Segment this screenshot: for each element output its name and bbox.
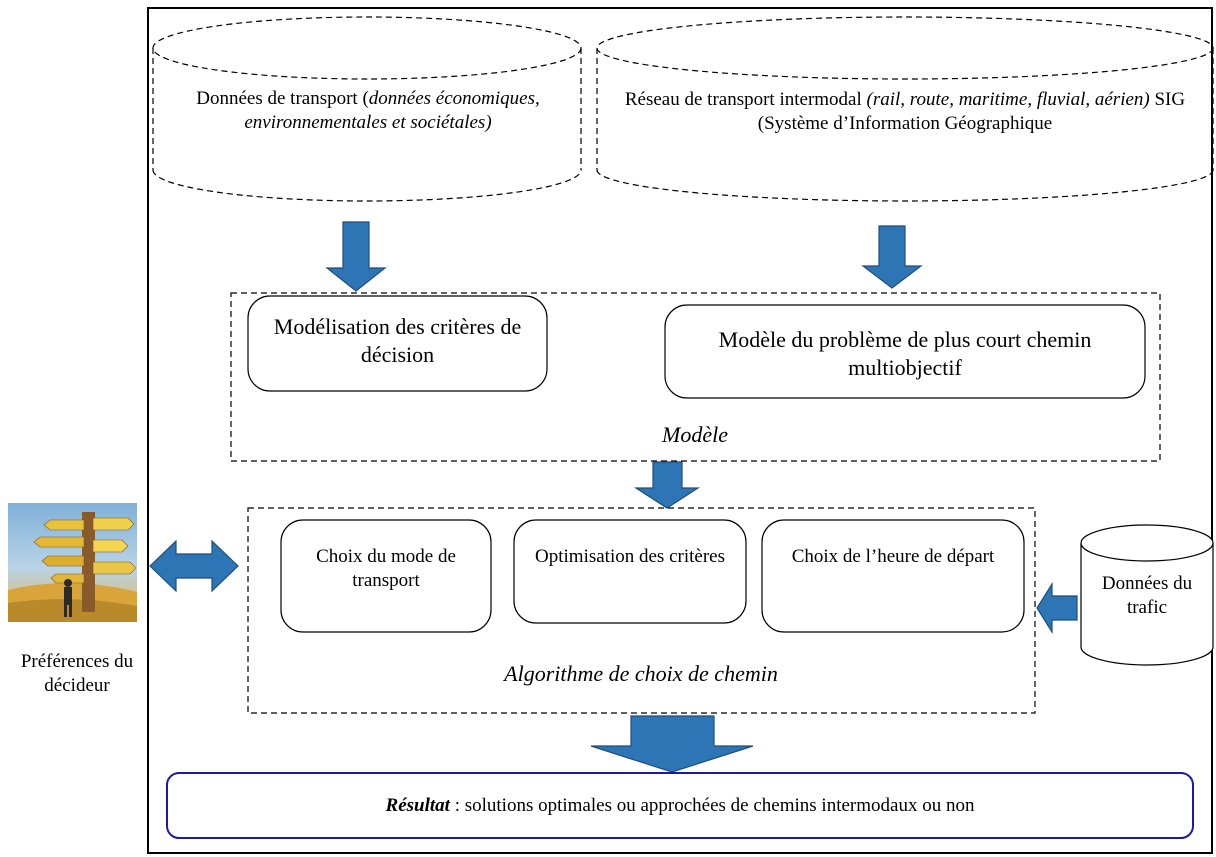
algo-box-2 (513, 519, 747, 624)
db-network-end: SIG (Système d’Information Géographique (757, 89, 1186, 134)
outer-frame (147, 7, 1213, 854)
arrow-left-traffic (1036, 581, 1078, 635)
decider-label: Préférences du décideur (20, 651, 134, 696)
model-box-1 (247, 295, 548, 392)
arrow-down-result (590, 715, 754, 773)
db-transport-text: Données de transport (données économique… (190, 87, 546, 173)
db-transport-lead: Données de transport ( (196, 88, 369, 109)
db-transport-cylinder (152, 16, 582, 202)
double-arrow (149, 539, 239, 593)
model-box-2-label: Modèle du problème de plus court chemin … (718, 327, 1092, 380)
db-transport-italic: données économiques, environnementales e… (244, 88, 540, 133)
signpost-figure-icon (8, 503, 137, 622)
result-description: : solutions optimales ou approchées de c… (449, 795, 975, 816)
traffic-cylinder (1080, 524, 1214, 666)
model-label: Modèle (662, 422, 728, 447)
algo-box-3-label: Choix de l’heure de départ (791, 546, 995, 567)
result-box (166, 772, 1194, 839)
algorithm-label: Algorithme de choix de chemin (504, 661, 778, 686)
result-text: Résultat : solutions optimales ou approc… (180, 794, 1180, 818)
arrow-down-3 (633, 461, 701, 509)
db-network-text: Réseau de transport intermodal (rail, ro… (612, 88, 1198, 136)
algo-box-2-label: Optimisation des critères (535, 546, 725, 567)
traffic-db-label: Données du trafic (1101, 573, 1193, 618)
arrow-down-1 (325, 221, 387, 292)
db-transport-end: ) (485, 111, 492, 133)
algo-box-1 (280, 519, 492, 633)
algo-box-1-label: Choix du mode de transport (316, 546, 456, 591)
arrow-down-2 (861, 225, 923, 289)
model-box-1-label: Modélisation des critères de décision (273, 314, 522, 367)
model-dashed-box (230, 292, 1161, 462)
db-network-lead: Réseau de transport intermodal (624, 89, 867, 110)
algorithm-dashed-box (247, 507, 1036, 714)
model-box-2 (664, 304, 1146, 399)
algo-box-3 (761, 519, 1025, 633)
result-label: Résultat (385, 795, 450, 816)
db-network-cylinder (596, 16, 1214, 202)
db-network-italic: (rail, route, maritime, fluvial, aérien) (866, 89, 1150, 110)
